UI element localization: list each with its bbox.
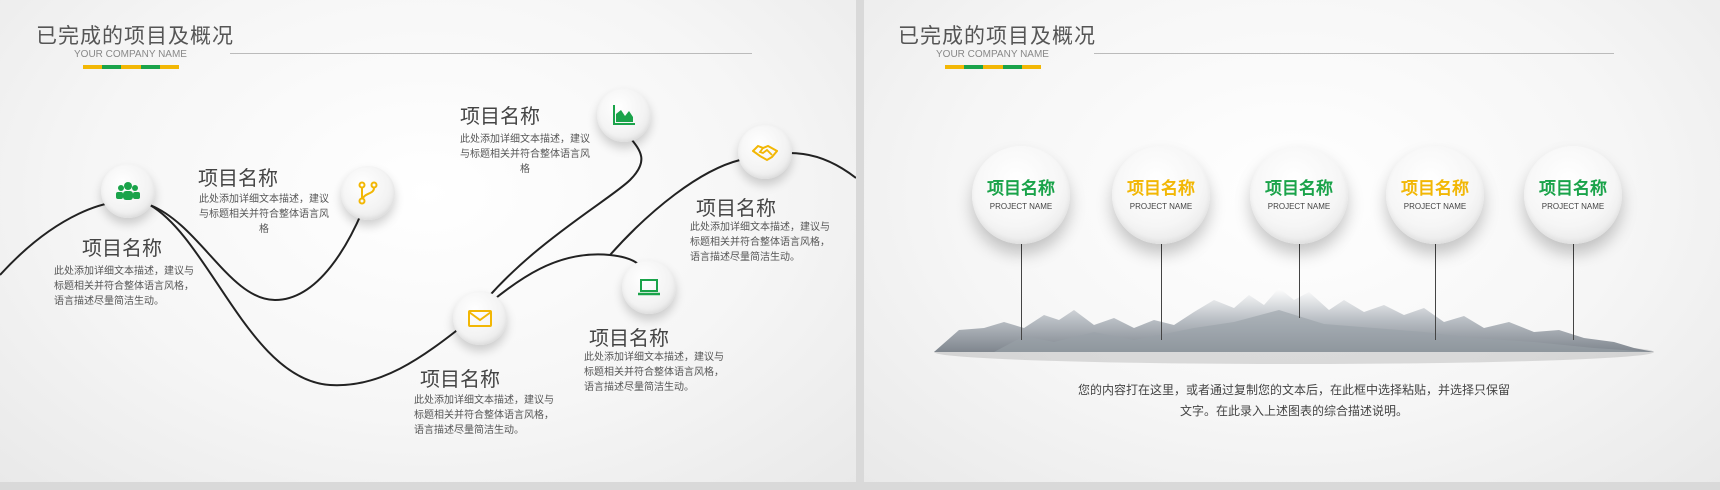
circle-title: 项目名称 xyxy=(1401,179,1469,199)
circle-stem xyxy=(1161,244,1162,340)
circle-title: 项目名称 xyxy=(1539,179,1607,199)
circle-stem xyxy=(1435,244,1436,340)
project-circle[interactable]: 项目名称 PROJECT NAME xyxy=(1386,146,1484,244)
handshake-icon-ball[interactable] xyxy=(738,125,792,179)
item-text: 此处添加详细文本描述，建议与标题相关并符合整体语言风格 xyxy=(460,134,590,175)
project-circle[interactable]: 项目名称 PROJECT NAME xyxy=(1112,146,1210,244)
slide-title: 已完成的项目及概况 xyxy=(36,24,234,48)
item-heading: 项目名称 xyxy=(696,196,776,220)
circle-subtitle: PROJECT NAME xyxy=(1403,202,1467,211)
circle-stem xyxy=(1573,244,1574,340)
item-text: 此处添加详细文本描述，建议与标题相关并符合整体语言风格，语言描述尽量简洁生动。 xyxy=(414,395,554,436)
circle-title: 项目名称 xyxy=(1265,179,1333,199)
company-name: YOUR COMPANY NAME xyxy=(936,49,1049,60)
circle-subtitle: PROJECT NAME xyxy=(1129,202,1193,211)
mountain-range-image xyxy=(934,288,1654,364)
item-text: 此处添加详细文本描述，建议与标题相关并符合整体语言风格，语言描述尽量简洁生动。 xyxy=(54,266,194,307)
item-heading: 项目名称 xyxy=(82,236,162,260)
slide-title: 已完成的项目及概况 xyxy=(898,24,1096,48)
title-color-bar xyxy=(83,65,180,69)
title-divider xyxy=(1094,53,1614,54)
slide-right[interactable]: 已完成的项目及概况 YOUR COMPANY NAME 项目名称 PROJECT… xyxy=(864,0,1720,482)
summary-description: 您的内容打在这里，或者通过复制您的文本后，在此框中选择粘贴，并选择只保留文字。在… xyxy=(1077,383,1510,418)
project-circle[interactable]: 项目名称 PROJECT NAME xyxy=(972,146,1070,244)
branch-icon-ball[interactable] xyxy=(341,166,395,220)
area-chart-icon xyxy=(613,105,635,125)
circle-title: 项目名称 xyxy=(987,179,1055,199)
item-text: 此处添加详细文本描述，建议与标题相关并符合整体语言风格，语言描述尽量简洁生动。 xyxy=(690,222,830,263)
company-name: YOUR COMPANY NAME xyxy=(74,49,187,60)
area-chart-icon-ball[interactable] xyxy=(597,88,651,142)
handshake-icon xyxy=(752,144,778,162)
envelope-icon-ball[interactable] xyxy=(453,291,507,345)
item-heading: 项目名称 xyxy=(198,166,278,190)
project-circle[interactable]: 项目名称 PROJECT NAME xyxy=(1524,146,1622,244)
item-heading: 项目名称 xyxy=(420,367,500,391)
item-text: 此处添加详细文本描述，建议与标题相关并符合整体语言风格 xyxy=(199,194,329,235)
project-circle[interactable]: 项目名称 PROJECT NAME xyxy=(1250,146,1348,244)
laptop-icon-ball[interactable] xyxy=(622,260,676,314)
circle-stem xyxy=(1021,244,1022,340)
slide-left[interactable]: 已完成的项目及概况 YOUR COMPANY NAME 项目名称 此处添加详细文… xyxy=(0,0,856,482)
circle-subtitle: PROJECT NAME xyxy=(1541,202,1605,211)
title-color-bar xyxy=(945,65,1042,69)
circle-subtitle: PROJECT NAME xyxy=(1267,202,1331,211)
circle-title: 项目名称 xyxy=(1127,179,1195,199)
envelope-icon xyxy=(468,310,492,327)
people-icon xyxy=(116,182,140,200)
branch-icon xyxy=(358,181,378,205)
item-text: 此处添加详细文本描述，建议与标题相关并符合整体语言风格，语言描述尽量简洁生动。 xyxy=(584,352,724,393)
laptop-icon xyxy=(638,279,660,296)
item-heading: 项目名称 xyxy=(589,326,669,350)
people-icon-ball[interactable] xyxy=(101,164,155,218)
title-divider xyxy=(230,53,752,54)
circle-stem xyxy=(1299,244,1300,318)
item-heading: 项目名称 xyxy=(460,104,540,128)
circle-subtitle: PROJECT NAME xyxy=(989,202,1053,211)
